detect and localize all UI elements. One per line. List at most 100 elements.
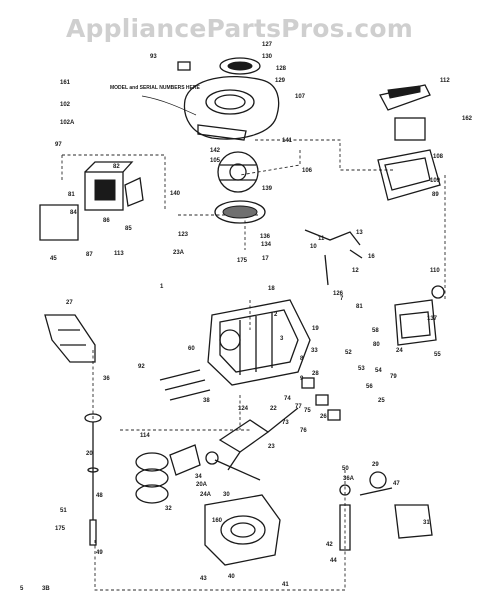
part-number-label: 160 <box>212 518 223 524</box>
flywheel <box>217 151 259 193</box>
part-number-label: 36 <box>103 376 110 382</box>
part-number-label: 134 <box>261 242 272 248</box>
part-number-label: 130 <box>262 54 273 60</box>
part-number-label: 36A <box>343 476 355 482</box>
part-number-label: 87 <box>86 252 93 258</box>
part-number-label: 108 <box>433 154 444 160</box>
part-number-label: 123 <box>178 232 189 238</box>
part-number-label: 32 <box>165 506 172 512</box>
part-number-label: 75 <box>304 408 311 414</box>
part-number-label: 47 <box>393 481 400 487</box>
part-number-label: 13 <box>356 230 363 236</box>
part-number-label: 12 <box>352 268 359 274</box>
valves-springs <box>159 369 211 401</box>
part-number-label: 25 <box>378 398 385 404</box>
part-number-label: 45 <box>50 256 57 262</box>
part-number-label: 19 <box>312 326 319 332</box>
part-number-label: 30 <box>223 492 230 498</box>
part-number-label: 102 <box>60 102 71 108</box>
part-number-label: 161 <box>60 80 71 86</box>
part-number-label: 85 <box>125 226 132 232</box>
part-number-label: 9 <box>300 376 304 382</box>
gear-parts <box>339 471 387 551</box>
part-number-label: 3B <box>42 586 50 592</box>
part-number-label: 113 <box>114 251 124 257</box>
part-number-label: 23A <box>173 250 185 256</box>
part-number-label: 38 <box>203 398 210 404</box>
part-number-label: 16 <box>368 254 375 260</box>
part-number-label: 42 <box>326 542 333 548</box>
part-number-label: 93 <box>150 54 157 60</box>
part-number-label: 74 <box>284 396 291 402</box>
part-number-label: 52 <box>345 350 352 356</box>
part-number-label: 56 <box>366 384 373 390</box>
part-number-label: 27 <box>66 300 73 306</box>
part-number-label: 51 <box>60 508 67 514</box>
part-number-label: 92 <box>138 364 145 370</box>
part-number-label: 54 <box>375 368 382 374</box>
part-number-label: 49 <box>96 550 103 556</box>
part-number-label: 114 <box>140 433 150 439</box>
part-number-label: 109 <box>430 178 441 184</box>
part-number-label: 80 <box>373 342 380 348</box>
bracket <box>44 314 96 363</box>
svg-text:MODEL and SERIAL NUMBERS HERE: MODEL and SERIAL NUMBERS HERE <box>110 85 200 91</box>
part-number-label: 136 <box>260 234 271 240</box>
part-number-label: 2 <box>274 312 278 318</box>
cylinder-block <box>207 299 311 386</box>
part-number-label: 110 <box>430 268 440 274</box>
air-cleaner <box>377 84 441 201</box>
part-number-label: 23 <box>268 444 275 450</box>
crankcase-sump <box>204 494 281 566</box>
part-number-label: 3 <box>280 336 284 342</box>
part-number-label: 11 <box>318 236 325 242</box>
part-number-label: 34 <box>195 474 202 480</box>
part-number-label: 84 <box>70 210 77 216</box>
part-number-label: 31 <box>423 520 430 526</box>
part-number-label: 175 <box>237 258 248 264</box>
part-number-label: 107 <box>295 94 306 100</box>
part-number-label: 82 <box>113 164 120 170</box>
part-number-label: 137 <box>427 316 438 322</box>
serial-number-note: MODEL and SERIAL NUMBERS HERE <box>110 85 200 116</box>
valve-tappets <box>301 377 341 421</box>
part-number-label: 33 <box>311 348 318 354</box>
part-number-label: 5 <box>20 586 24 592</box>
dipstick <box>84 413 102 546</box>
part-number-label: 60 <box>188 346 195 352</box>
part-number-label: 55 <box>434 352 441 358</box>
part-number-label: 127 <box>262 42 273 48</box>
part-number-label: 81 <box>68 192 75 198</box>
governor-linkage <box>304 229 363 286</box>
part-number-label: 44 <box>330 558 337 564</box>
part-number-label: 22 <box>270 406 277 412</box>
part-number-label: 105 <box>210 158 221 164</box>
dashed-assembly-lines <box>61 139 446 591</box>
part-number-label: 128 <box>276 66 287 72</box>
carburetor <box>39 161 144 241</box>
part-number-label: 73 <box>282 420 289 426</box>
part-number-label: 48 <box>96 493 103 499</box>
part-number-label: 129 <box>275 78 286 84</box>
part-number-label: 142 <box>210 148 221 154</box>
part-number-label: 20 <box>86 451 93 457</box>
part-number-label: 10 <box>310 244 317 250</box>
part-number-label: 24A <box>200 492 212 498</box>
part-number-label: 29 <box>372 462 379 468</box>
part-number-label: 58 <box>372 328 379 334</box>
connecting-rod <box>205 451 261 481</box>
blower-housing <box>183 75 280 141</box>
part-number-label: 8 <box>300 356 304 362</box>
part-number-label: 89 <box>432 192 439 198</box>
carburetor-right <box>394 285 445 346</box>
part-number-label: 40 <box>228 574 235 580</box>
part-number-label: 43 <box>200 576 207 582</box>
oil-seal <box>339 484 433 539</box>
part-number-label: 81 <box>356 304 363 310</box>
part-number-label: 24 <box>396 348 403 354</box>
part-number-label: 141 <box>282 138 293 144</box>
part-number-label: 79 <box>390 374 397 380</box>
part-number-label: 76 <box>300 428 307 434</box>
